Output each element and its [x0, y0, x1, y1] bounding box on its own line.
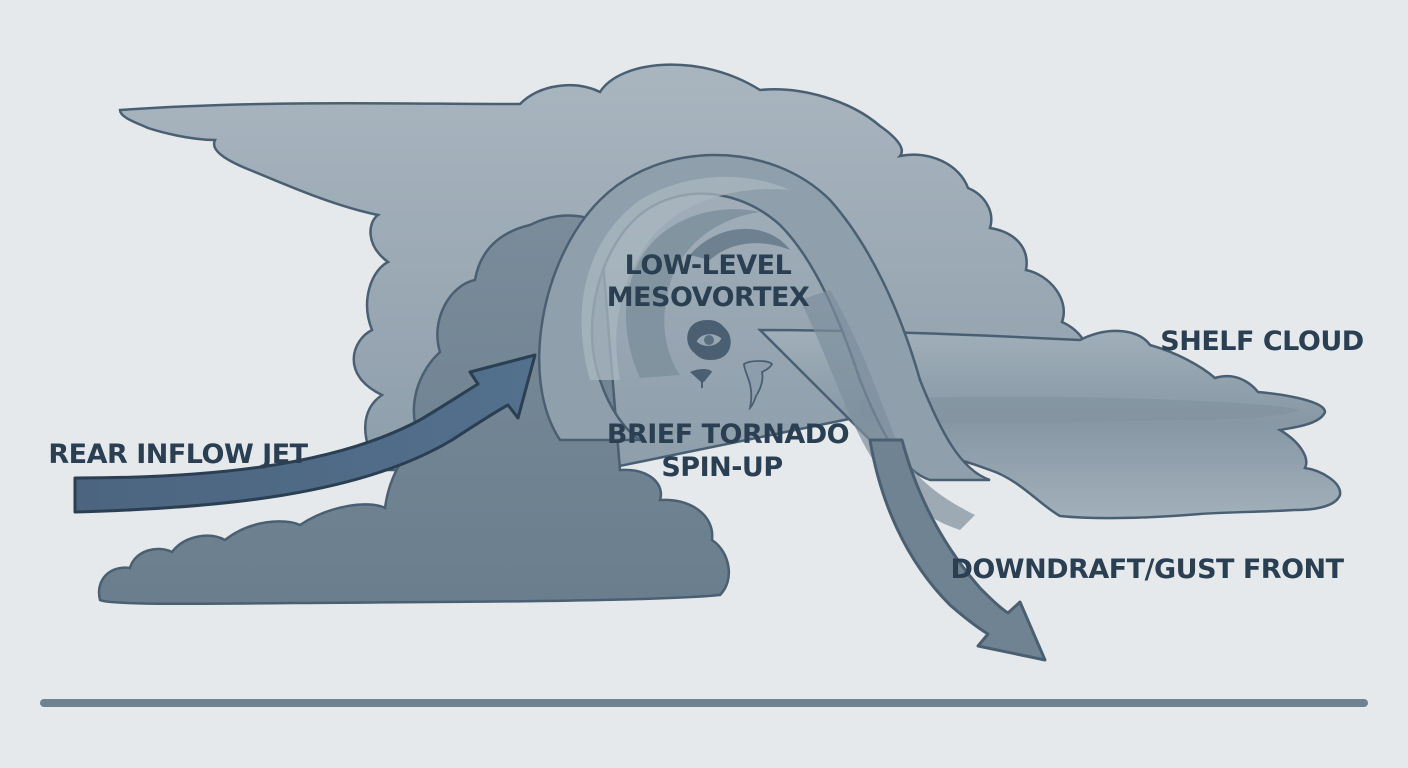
tornado-label-line1: BRIEF TORNADO	[607, 419, 849, 450]
ground-line	[40, 699, 1368, 707]
swirl-inner	[626, 209, 760, 378]
shelf-band	[860, 396, 1300, 423]
vortex-icon	[687, 320, 731, 360]
tornado-icon	[743, 360, 774, 411]
rear-inflow-jet-label: REAR INFLOW JET	[48, 439, 308, 470]
swirl-highlight	[581, 176, 790, 380]
downdraft-band	[800, 290, 975, 530]
mesovortex-label-line1: LOW-LEVEL	[625, 250, 792, 281]
downdraft-label: DOWNDRAFT/GUST FRONT	[950, 554, 1344, 585]
mini-funnel-icon	[690, 369, 712, 388]
shelf-cloud-label: SHELF CLOUD	[1160, 326, 1363, 357]
downdraft-arrow[interactable]	[868, 438, 1047, 662]
mesovortex-label-line2: MESOVORTEX	[607, 282, 810, 313]
rear-inflow-arrow[interactable]	[73, 353, 537, 514]
swirl-tip	[690, 228, 790, 260]
tornado-label-line2: SPIN-UP	[661, 452, 782, 483]
